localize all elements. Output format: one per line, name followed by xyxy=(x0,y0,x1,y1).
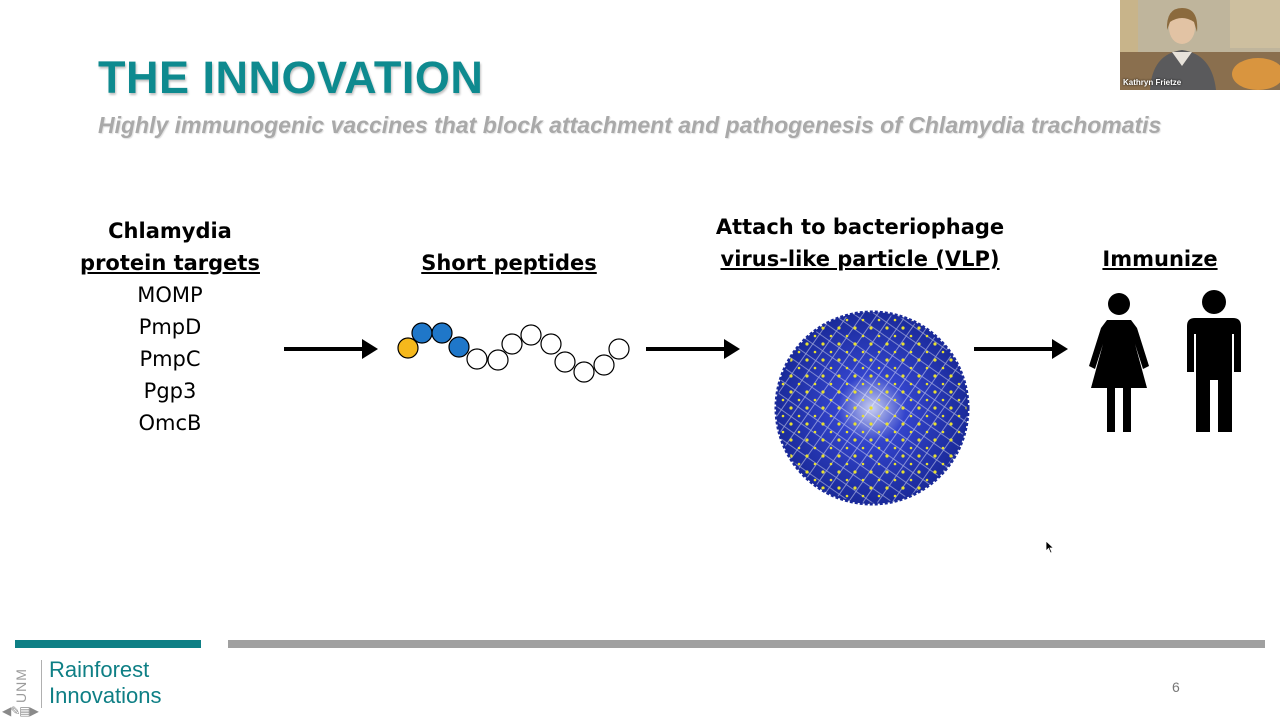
target-item: Pgp3 xyxy=(143,379,197,403)
vlp-heading: Attach to bacteriophage virus-like parti… xyxy=(710,211,1010,275)
menu-icon[interactable]: ▤ xyxy=(19,704,30,718)
footer-divider-bar xyxy=(228,640,1265,648)
target-item: PmpC xyxy=(139,347,201,371)
peptide-bead xyxy=(466,348,488,370)
mouse-cursor-icon xyxy=(1045,540,1055,554)
vlp-particle-image xyxy=(774,310,970,506)
participant-video-feed xyxy=(1120,0,1280,90)
brand-line1: Rainforest xyxy=(49,657,150,682)
peptide-bead xyxy=(554,351,576,373)
peptides-heading: Short peptides xyxy=(421,251,597,275)
brand-logo-text: Rainforest Innovations xyxy=(49,657,162,709)
peptide-bead xyxy=(520,324,542,346)
peptide-bead xyxy=(593,354,615,376)
female-person-icon xyxy=(1089,293,1149,432)
peptide-bead xyxy=(501,333,523,355)
peptide-bead-blue xyxy=(448,336,470,358)
peptide-bead-blue xyxy=(431,322,453,344)
slideshow-controls: ◀✎▤▶ xyxy=(2,704,39,718)
arrow-vlp-to-immunize xyxy=(974,339,1068,359)
targets-column: Chlamydia protein targets MOMP PmpD PmpC… xyxy=(70,215,270,439)
target-item: OmcB xyxy=(138,411,202,435)
peptide-bead xyxy=(487,349,509,371)
footer-accent-bar xyxy=(15,640,201,648)
male-person-icon xyxy=(1187,290,1241,432)
peptide-bead-blue xyxy=(411,322,433,344)
targets-heading-line2: protein targets xyxy=(80,251,260,275)
immunize-heading: Immunize xyxy=(1102,247,1218,271)
target-item: PmpD xyxy=(138,315,202,339)
vlp-heading-line1: Attach to bacteriophage xyxy=(715,215,1005,239)
targets-heading-line1: Chlamydia xyxy=(108,219,232,243)
slide-title: THE INNOVATION xyxy=(98,52,484,103)
pen-icon[interactable]: ✎ xyxy=(10,704,20,718)
peptide-bead xyxy=(573,361,595,383)
peptide-chain-diagram xyxy=(397,322,630,383)
arrow-targets-to-peptides xyxy=(284,339,378,359)
participant-video-tile[interactable]: Kathryn Frietze xyxy=(1120,0,1280,90)
brand-line2: Innovations xyxy=(49,683,162,708)
next-slide-icon[interactable]: ▶ xyxy=(29,704,39,718)
page-number: 6 xyxy=(1172,679,1180,695)
peptide-bead-yellow xyxy=(397,337,419,359)
vlp-heading-line2: virus-like particle (VLP) xyxy=(720,247,1000,271)
peptide-bead xyxy=(540,333,562,355)
slide-subtitle: Highly immunogenic vaccines that block a… xyxy=(98,112,1162,138)
arrow-peptides-to-vlp xyxy=(646,339,740,359)
participant-name: Kathryn Frietze xyxy=(1123,78,1182,87)
prev-slide-icon[interactable]: ◀ xyxy=(2,704,11,718)
target-item: MOMP xyxy=(137,283,203,307)
peptide-bead xyxy=(608,338,630,360)
logo-separator xyxy=(41,660,42,708)
